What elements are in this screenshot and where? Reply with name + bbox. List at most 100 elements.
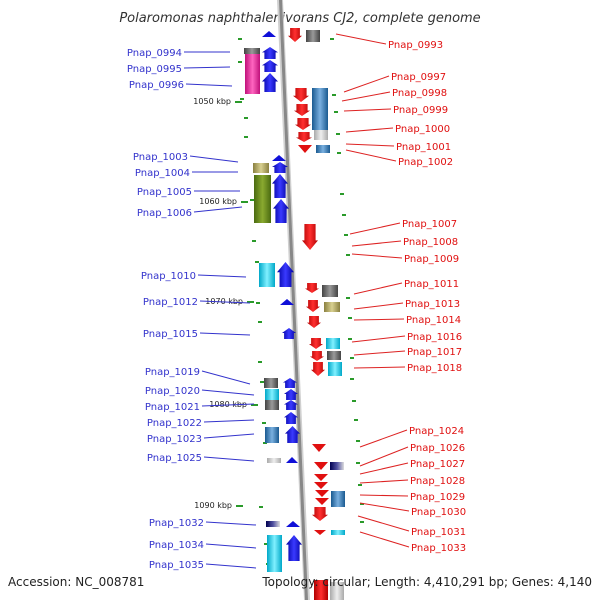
gene-label-right: Pnap_1031 [411,527,466,538]
tick-mark [256,302,260,304]
reverse-gene-arrow [311,362,325,376]
gene-label-left: Pnap_1035 [149,560,204,571]
label-connector [359,462,409,475]
gene-label-right: Pnap_1013 [405,299,460,310]
tick-mark [346,254,350,256]
protein-block [244,48,260,54]
label-connector [349,222,401,235]
tick-mark [336,133,340,135]
forward-gene-arrow [286,535,302,561]
label-connector [203,456,255,462]
forward-gene-arrow [285,426,300,443]
protein-block [265,427,279,443]
label-connector [359,502,410,512]
protein-block [327,351,341,360]
forward-gene-arrow [286,457,298,463]
protein-block [245,54,260,94]
reverse-gene-arrow [310,351,324,361]
label-connector [201,389,255,396]
tick-mark [244,136,248,138]
label-connector [201,403,255,407]
kbp-tick [251,404,258,406]
reverse-gene-arrow [295,118,311,130]
tick-mark [337,152,341,154]
label-connector [351,240,402,247]
gene-label-left: Pnap_1010 [141,271,196,282]
label-connector [201,370,251,385]
gene-label-right: Pnap_1030 [411,507,466,518]
reverse-gene-arrow [294,104,310,116]
forward-gene-arrow [282,328,296,339]
label-connector [345,143,395,147]
tick-mark [360,521,364,523]
label-connector [343,75,390,93]
protein-block [314,580,328,600]
label-connector [357,515,410,532]
protein-block [267,535,282,572]
protein-block [254,175,271,223]
forward-gene-arrow [280,299,294,305]
gene-label-left: Pnap_0995 [127,64,182,75]
tick-mark [238,61,242,63]
gene-label-left: Pnap_1025 [147,453,202,464]
label-connector [341,91,391,102]
gene-label-right: Pnap_1000 [395,124,450,135]
gene-label-left: Pnap_0996 [129,80,184,91]
tick-mark [348,338,352,340]
protein-block [316,145,330,153]
gene-label-right: Pnap_1028 [410,476,465,487]
reverse-gene-arrow [314,474,328,481]
forward-gene-arrow [284,400,298,410]
reverse-gene-arrow [307,316,321,328]
topology-text: Topology: circular; Length: 4,410,291 bp… [261,575,592,589]
gene-label-left: Pnap_1004 [135,168,190,179]
label-connector [345,149,397,162]
forward-gene-arrow [262,60,278,72]
gene-label-right: Pnap_1017 [407,347,462,358]
protein-block [331,491,345,507]
label-connector [205,543,257,549]
protein-block [265,400,279,410]
tick-mark [342,214,346,216]
label-connector [345,127,394,133]
reverse-gene-arrow [314,462,328,470]
tick-mark [250,199,254,201]
gene-label-left: Pnap_1015 [143,329,198,340]
label-connector [353,366,406,369]
forward-gene-arrow [262,31,276,37]
kbp-tick [241,201,248,203]
gene-label-right: Pnap_1008 [403,237,458,248]
reverse-gene-arrow [288,28,302,42]
reverse-gene-arrow [314,482,328,489]
gene-label-left: Pnap_1020 [145,386,200,397]
label-connector [359,479,409,484]
tick-mark [332,94,336,96]
gene-label-left: Pnap_0994 [127,48,182,59]
gene-label-right: Pnap_1011 [404,279,459,290]
reverse-gene-arrow [312,507,328,521]
gene-label-right: Pnap_1002 [398,157,453,168]
tick-mark [352,400,356,402]
label-connector [199,300,251,304]
right-gene-labels: Pnap_0993Pnap_0997Pnap_0998Pnap_0999Pnap… [335,33,466,554]
gene-label-left: Pnap_1012 [143,297,198,308]
label-connector [351,253,403,259]
tick-mark [334,111,338,113]
gene-label-right: Pnap_0993 [388,40,443,51]
gene-label-right: Pnap_1033 [411,543,466,554]
forward-gene-arrow [273,199,289,223]
forward-gene-arrow [277,262,294,287]
label-connector [353,302,404,310]
tick-mark [348,317,352,319]
reverse-gene-arrow [314,530,326,535]
gene-label-left: Pnap_1021 [145,402,200,413]
label-connector [183,66,231,69]
tick-mark [255,261,259,263]
protein-block [330,462,344,470]
gene-label-right: Pnap_0998 [392,88,447,99]
protein-block [265,389,279,400]
gene-label-right: Pnap_1007 [402,219,457,230]
kbp-tick [236,505,243,507]
kbp-label: 1050 kbp [193,97,231,106]
